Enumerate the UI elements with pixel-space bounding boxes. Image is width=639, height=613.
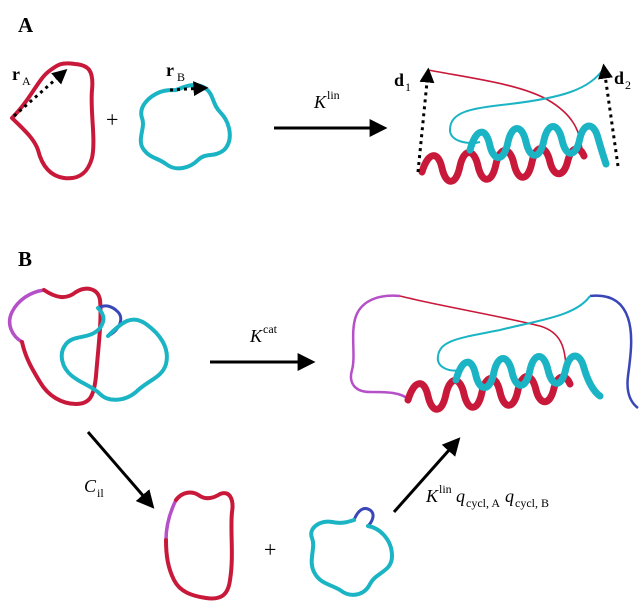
k-cat-label: K cat (249, 322, 278, 346)
svg-text:q: q (456, 486, 465, 506)
d1-vector (416, 67, 435, 173)
svg-text:1: 1 (405, 80, 411, 94)
svg-text:cycl, A: cycl, A (466, 496, 500, 510)
c-il-arrow (86, 431, 155, 509)
svg-text:K: K (249, 326, 263, 346)
svg-text:B: B (177, 70, 185, 84)
strand-b-loop (138, 82, 232, 171)
svg-text:K: K (313, 92, 327, 112)
svg-text:il: il (97, 486, 104, 500)
svg-text:2: 2 (625, 78, 631, 92)
c-il-label: C il (84, 476, 104, 500)
r-a-label: r A (12, 64, 31, 88)
svg-text:d: d (394, 70, 404, 90)
r-b-vector (169, 81, 209, 97)
dimer-product-b (349, 294, 639, 413)
d2-label: d 2 (614, 68, 631, 92)
svg-text:lin: lin (439, 482, 452, 496)
r-b-label: r B (166, 60, 185, 84)
plus-sign-a: + (106, 107, 118, 132)
panel-a-letter: A (18, 13, 34, 37)
k-lin-label: K lin (313, 88, 340, 112)
svg-text:r: r (12, 64, 20, 84)
svg-text:K: K (425, 486, 439, 506)
plus-sign-b: + (264, 537, 276, 562)
separated-cycle-a (164, 490, 235, 601)
dimer-product-a (418, 67, 610, 185)
svg-text:lin: lin (327, 88, 340, 102)
svg-text:r: r (166, 60, 174, 80)
svg-text:A: A (22, 74, 31, 88)
svg-text:cycl, B: cycl, B (515, 496, 549, 510)
svg-text:q: q (505, 486, 514, 506)
strand-a-loop (10, 61, 96, 181)
svg-text:d: d (614, 68, 624, 88)
d2-vector (598, 63, 620, 167)
separated-cycle-b (309, 506, 395, 597)
k-lin-q-label: K lin q cycl, A q cycl, B (425, 482, 549, 510)
svg-text:cat: cat (263, 322, 278, 336)
cyclic-reactants (7, 286, 169, 407)
d1-label: d 1 (394, 70, 411, 94)
panel-b-letter: B (18, 247, 32, 271)
svg-text:C: C (84, 476, 97, 496)
k-lin-q-arrow (392, 437, 461, 513)
